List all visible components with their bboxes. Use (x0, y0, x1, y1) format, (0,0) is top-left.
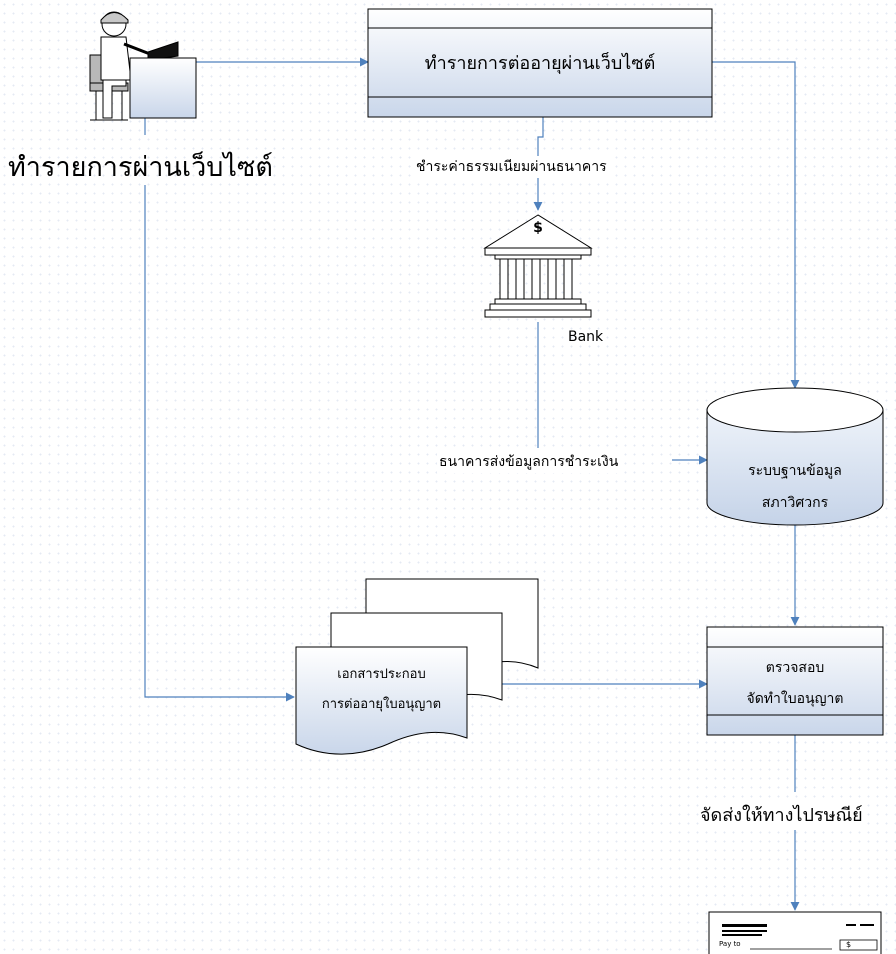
mail-label: จัดส่งให้ทางไปรษณีย์ (700, 800, 863, 829)
documents-label-line1: เอกสารประกอบ (337, 667, 426, 682)
bank-sends-label: ธนาคารส่งข้อมูลการชำระเงิน (437, 451, 621, 473)
verify-process-box (706, 626, 884, 736)
process-web-label: ทำรายการต่ออายุผ่านเว็บไซต์ (424, 53, 656, 74)
document-stack (295, 578, 539, 755)
check-payto-label: Pay to (719, 940, 741, 948)
check-dollar-symbol: $ (846, 940, 852, 949)
pay-fee-label: ชำระค่าธรรมเนียมผ่านธนาคาร (414, 156, 609, 178)
connectors (144, 57, 800, 911)
database-label-line1: ระบบฐานข้อมูล (748, 463, 842, 479)
connector-web-to-database (712, 61, 800, 389)
verify-label-line1: ตรวจสอบ (765, 660, 825, 676)
database-cylinder (706, 387, 884, 526)
bank-label: Bank (568, 329, 604, 345)
user-caption: ทำรายการผ่านเว็บไซต์ (8, 152, 273, 183)
documents-label-line2: การต่ออายุใบอนุญาต (321, 697, 442, 712)
connector-caption-to-documents (144, 185, 295, 702)
database-label-line2: สภาวิศวกร (761, 495, 829, 511)
user-at-computer-icon (89, 11, 197, 121)
verify-label-line2: จัดทำใบอนุญาต (746, 691, 844, 707)
bank-building-icon (483, 214, 593, 318)
check-cheque-icon (708, 911, 882, 954)
process-web-box (367, 8, 713, 118)
bank-dollar-symbol: $ (533, 220, 543, 236)
